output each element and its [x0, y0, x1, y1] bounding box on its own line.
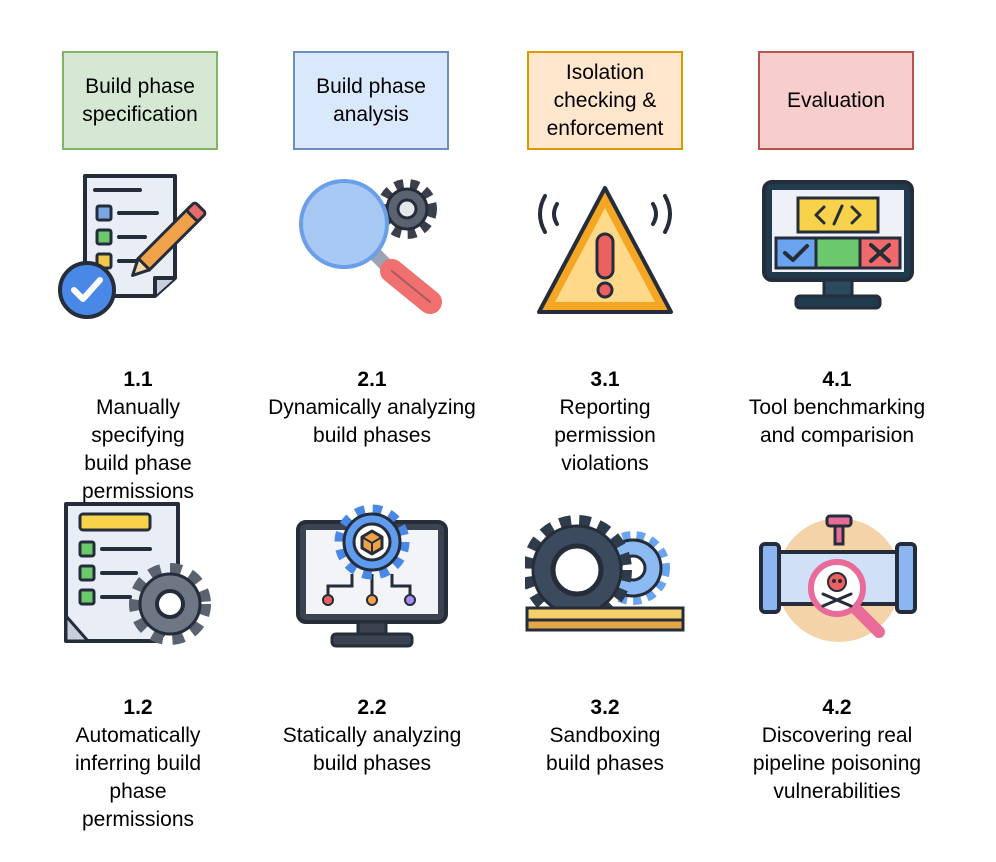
document-gear-icon: [64, 502, 211, 645]
item-description: Reporting permission violations: [554, 396, 656, 475]
item-number: 4.2: [822, 696, 852, 719]
checklist-pencil-icon: [58, 174, 207, 319]
sandbox-gears-icon: [525, 515, 685, 632]
item-number: 4.1: [822, 368, 852, 391]
header-build-phase-analysis: Build phase analysis: [293, 51, 449, 150]
item-description: Automatically inferring build phase perm…: [74, 724, 202, 831]
header-build-phase-specification: Build phase specification: [62, 51, 218, 150]
item-description: Manually specifying build phase permissi…: [81, 396, 195, 503]
warning-icon: [537, 186, 673, 314]
item-number: 3.1: [590, 368, 620, 391]
item-number: 1.1: [123, 368, 153, 391]
pipe-poison-icon: [759, 514, 917, 642]
item-description: Statically analyzing build phases: [282, 724, 462, 775]
item-description: Discovering real pipeline poisoning vuln…: [752, 724, 922, 803]
item-description: Dynamically analyzing build phases: [268, 396, 476, 447]
item-number: 2.1: [357, 368, 387, 391]
item-number: 1.2: [123, 696, 153, 719]
item-description: Sandboxing build phases: [546, 724, 664, 775]
item-description: Tool benchmarking and comparision: [748, 396, 926, 447]
header-isolation-checking: Isolation checking & enforcement: [527, 51, 683, 150]
item-number: 3.2: [590, 696, 620, 719]
monitor-gear-icon: [296, 504, 448, 648]
monitor-code-icon: [762, 180, 914, 310]
item-number: 2.2: [357, 696, 387, 719]
header-evaluation: Evaluation: [758, 51, 914, 150]
magnifier-gear-icon: [299, 179, 442, 314]
